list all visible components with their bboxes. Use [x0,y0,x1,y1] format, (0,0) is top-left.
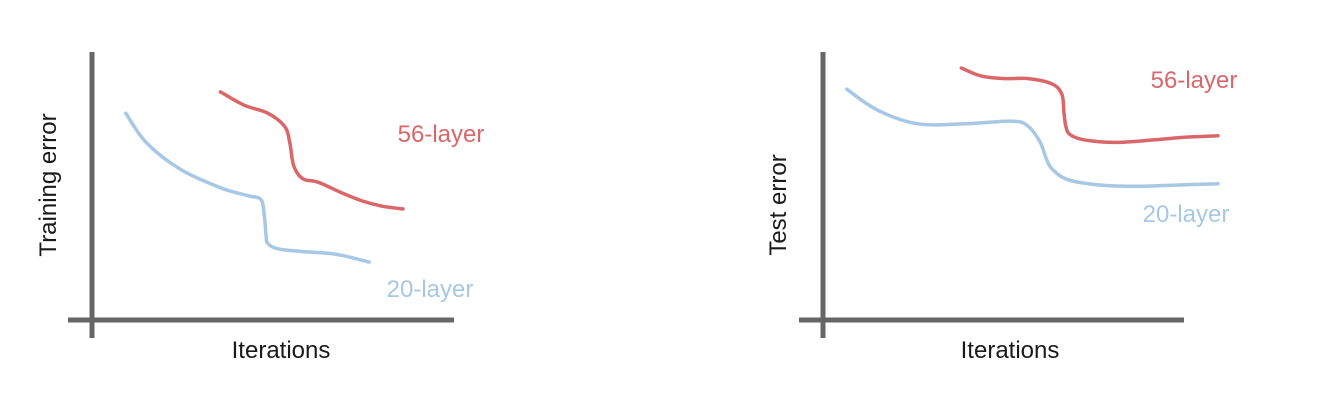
chart-panel-training: Training error Iterations 56-layer 20-la… [35,52,484,364]
series-label-20-layer: 20-layer [1143,201,1230,228]
series-line-20-layer [124,111,371,264]
x-axis-label: Iterations [232,337,331,364]
y-axis-label: Test error [765,154,792,255]
x-axis-label: Iterations [961,337,1060,364]
series-label-20-layer: 20-layer [387,276,474,303]
series-line-20-layer [844,87,1220,189]
series-label-56-layer: 56-layer [398,121,485,148]
series-label-56-layer: 56-layer [1151,67,1238,94]
series-line-56-layer [218,90,405,211]
y-axis-label: Training error [35,113,62,256]
series-line-56-layer [959,66,1220,145]
chart-panel-test: Test error Iterations 56-layer 20-layer [765,52,1237,364]
